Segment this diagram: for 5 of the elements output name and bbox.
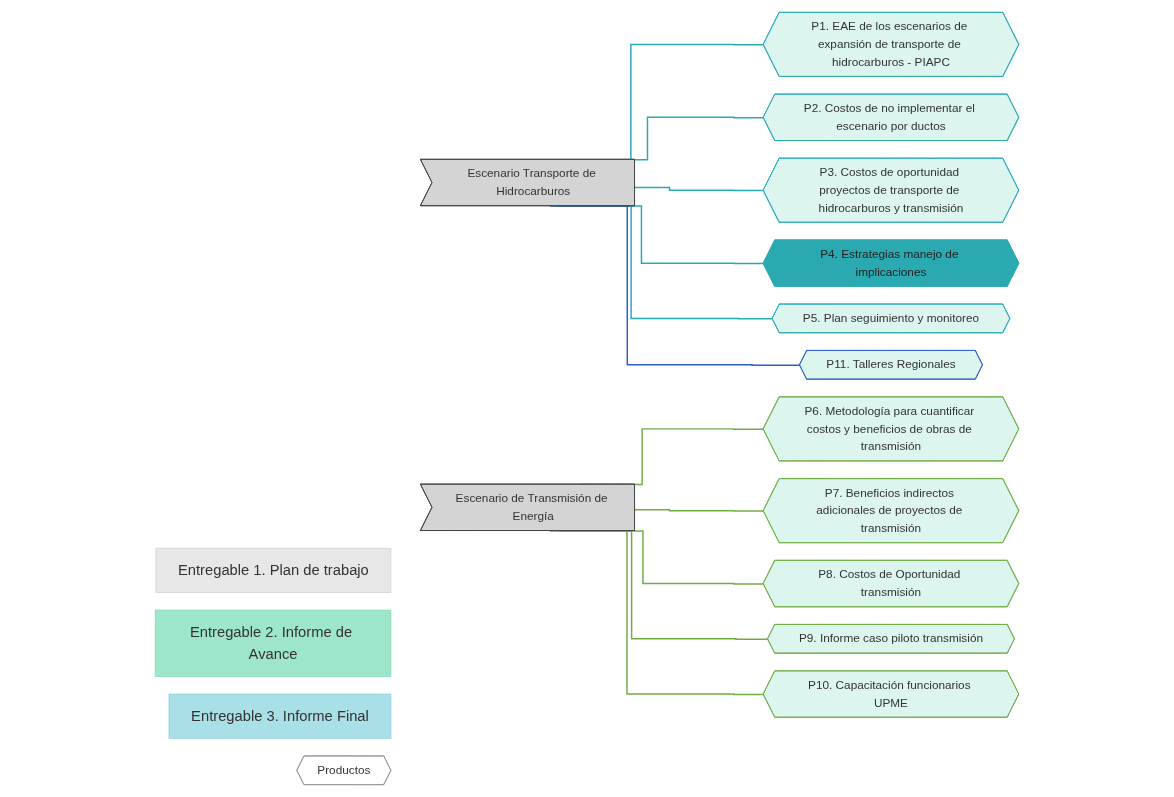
node-box: Entregable 1. Plan de trabajo [155, 547, 392, 593]
node-box: Entregable 3. Informe Final [168, 693, 392, 739]
node-box: Entregable 2. Informe de Avance [154, 609, 392, 677]
connector [634, 186, 765, 192]
connector [634, 508, 765, 512]
